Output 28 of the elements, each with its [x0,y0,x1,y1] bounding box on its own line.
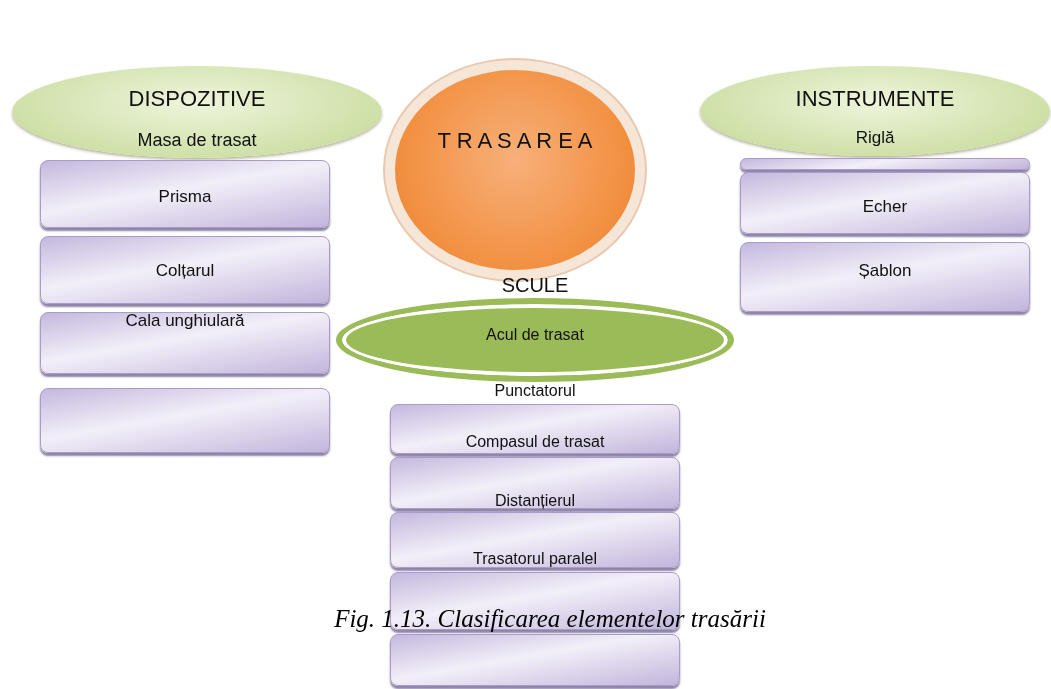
item-box [40,388,330,453]
title-text: T R A S A R E A [436,128,594,154]
category-heading: INSTRUMENTE [794,86,956,112]
item-label: Distanțierul [494,492,576,510]
item-label: Cala unghiulară [124,311,246,331]
item-label: Echer [861,197,909,217]
figure-caption: Fig. 1.13. Clasificarea elementelor trasării [333,605,767,633]
category-heading: SCULE [500,274,570,297]
category-heading: DISPOZITIVE [127,86,267,112]
item-label: Masa de trasat [136,130,258,151]
item-label: Acul de trasat [485,326,585,344]
item-box [740,242,1030,312]
item-box [40,236,330,304]
item-label: Compasul de trasat [464,433,606,451]
item-label: Prisma [157,187,213,207]
item-box [740,158,1030,170]
item-box [390,512,680,568]
item-box [40,160,330,228]
item-box [40,312,330,374]
item-box [390,634,680,686]
item-label: Riglă [854,128,896,148]
item-label: Șablon [857,261,913,281]
item-box [390,457,680,509]
item-label: Trasatorul paralel [472,550,598,568]
item-box [390,404,680,454]
item-box [740,172,1030,234]
item-label: Colțarul [154,261,216,281]
item-label: Punctatorul [493,382,577,400]
